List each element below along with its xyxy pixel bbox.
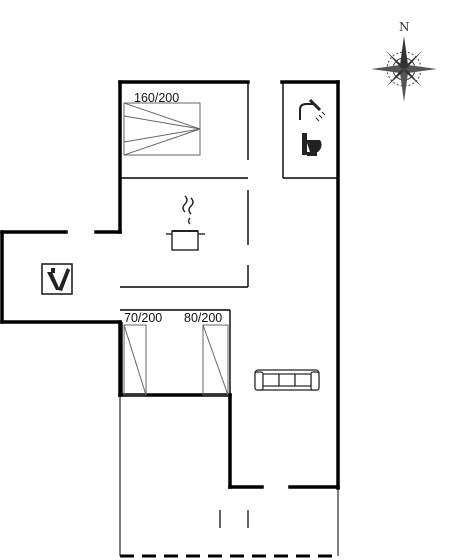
interior-walls <box>120 82 338 395</box>
bed-size-label-bedroom-2: 70/200 <box>124 311 163 325</box>
cooking-pot-icon <box>166 195 205 251</box>
washing-machine-icon <box>41 263 73 295</box>
compass-north-label: N <box>399 20 410 34</box>
toilet-icon <box>302 133 322 156</box>
compass-rose-icon <box>371 36 437 102</box>
single-bed-icon-3 <box>202 324 229 396</box>
sofa-icon <box>254 369 320 391</box>
shower-icon <box>299 98 326 122</box>
single-bed-icon-2 <box>123 324 147 396</box>
double-bed-icon <box>123 102 201 156</box>
bed-size-label-bedroom-3: 80/200 <box>184 311 223 325</box>
terrace-area <box>119 395 339 558</box>
bed-size-label-bedroom-1: 160/200 <box>134 91 180 105</box>
